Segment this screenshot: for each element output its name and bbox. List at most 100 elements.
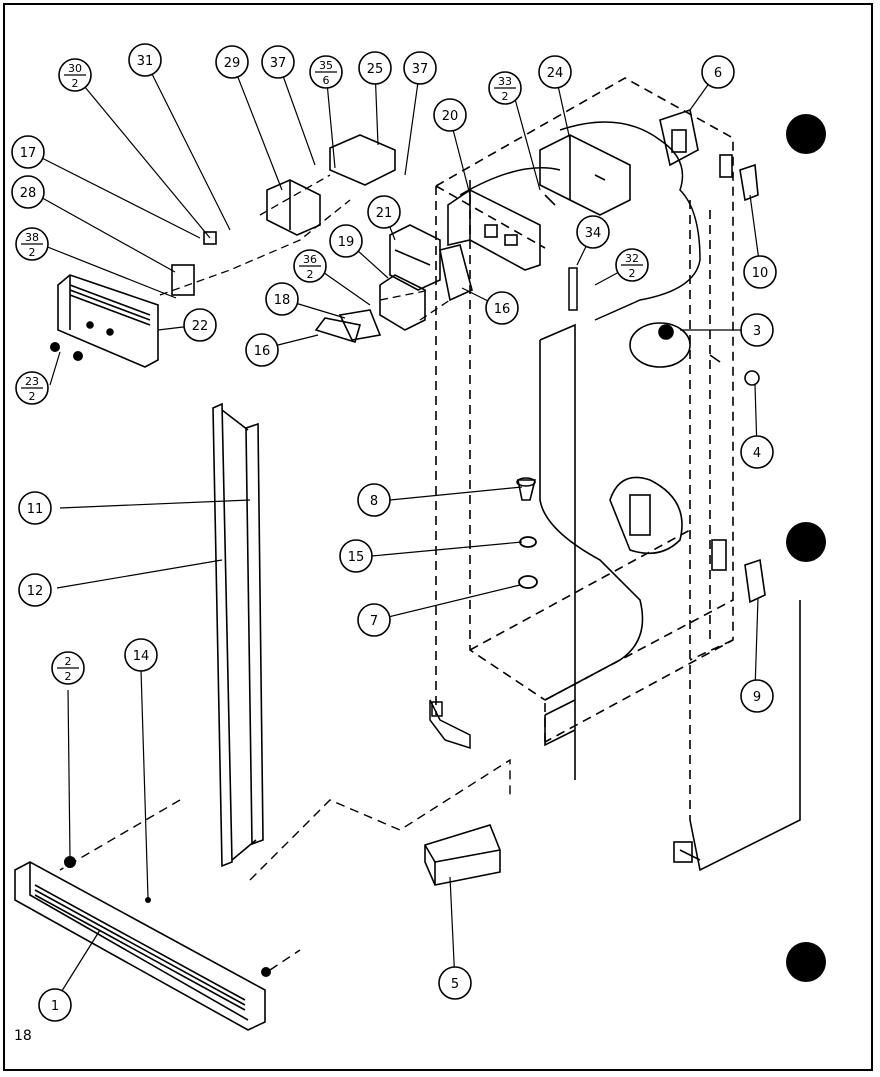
callout-21: 21 — [367, 195, 401, 229]
callout-1: 1 — [38, 988, 72, 1022]
punch-hole-bottom — [786, 942, 826, 982]
screws-23 — [50, 342, 83, 361]
callout-circle — [18, 491, 52, 525]
callout-9: 9 — [740, 679, 774, 713]
callout-number: 24 — [547, 66, 564, 81]
callout-circle — [740, 435, 774, 469]
clip-30 — [203, 231, 217, 245]
callout-number: 2 — [65, 655, 72, 668]
thermostat-bracket-29 — [266, 179, 321, 236]
callout-number: 10 — [752, 266, 769, 281]
callout-quantity: 6 — [323, 74, 330, 87]
callout-circle — [261, 45, 295, 79]
gasket-16-lower — [314, 317, 362, 344]
callout-number: 1 — [51, 999, 59, 1014]
punch-hole-middle — [786, 522, 826, 562]
housing-19 — [379, 274, 426, 331]
callout-11: 11 — [18, 491, 52, 525]
callout-quantity: 2 — [29, 246, 36, 259]
callout-circle — [740, 679, 774, 713]
light-housing — [609, 476, 727, 571]
callout-quantity: 2 — [502, 90, 509, 103]
callout-quantity: 2 — [629, 267, 636, 280]
callout-12: 12 — [18, 573, 52, 607]
callout-number: 8 — [370, 494, 378, 509]
callout-37b: 37 — [403, 51, 437, 85]
clip-18 — [338, 309, 382, 341]
callout-number: 32 — [625, 252, 639, 265]
callout-number: 16 — [494, 302, 511, 317]
callout-number: 9 — [753, 690, 761, 705]
callout-number: 20 — [442, 109, 459, 124]
callout-number: 35 — [319, 59, 333, 72]
washer-15 — [519, 536, 537, 548]
callout-circle — [38, 988, 72, 1022]
page-number: 18 — [14, 1028, 32, 1044]
dashed-leader-base — [249, 758, 511, 881]
callout-17: 17 — [11, 135, 45, 169]
callout-quantity: 2 — [65, 670, 72, 683]
callout-number: 28 — [20, 186, 37, 201]
toe-grille-1 — [14, 861, 266, 1031]
screw-2 — [64, 856, 76, 868]
callout-10: 10 — [743, 255, 777, 289]
socket-6 — [659, 108, 699, 167]
wire-harness — [459, 121, 701, 321]
gasket-16-upper — [439, 244, 473, 302]
drain-fitting-8 — [516, 477, 537, 501]
callout-circle — [128, 43, 162, 77]
callout-circle — [367, 195, 401, 229]
callout-quantity: 2 — [307, 268, 314, 281]
grommet-7 — [518, 575, 538, 589]
callout-circle — [339, 539, 373, 573]
clip-34 — [568, 267, 578, 311]
callout-37a: 37 — [261, 45, 295, 79]
callout-18: 18 — [265, 282, 299, 316]
callout-2: 22 — [51, 651, 85, 685]
callout-number: 37 — [270, 56, 287, 71]
callout-number: 3 — [753, 324, 761, 339]
callout-number: 23 — [25, 375, 39, 388]
callout-28: 28 — [11, 175, 45, 209]
callout-circle — [11, 175, 45, 209]
callout-circle — [357, 603, 391, 637]
callout-circle — [538, 55, 572, 89]
callout-quantity: 2 — [72, 77, 79, 90]
callout-35: 356 — [309, 55, 343, 89]
callout-34: 34 — [576, 215, 610, 249]
callout-number: 30 — [68, 62, 82, 75]
callout-number: 25 — [367, 62, 384, 77]
callout-16b: 16 — [485, 291, 519, 325]
knob-4 — [744, 370, 760, 386]
callout-36: 362 — [293, 249, 327, 283]
callout-4: 4 — [740, 435, 774, 469]
callout-25: 25 — [358, 51, 392, 85]
callout-number: 37 — [412, 62, 429, 77]
screw-14 — [145, 897, 151, 903]
callout-circle — [485, 291, 519, 325]
callout-number: 5 — [451, 977, 459, 992]
callout-6: 6 — [701, 55, 735, 89]
callout-32: 322 — [615, 248, 649, 282]
callout-circle — [576, 215, 610, 249]
callout-number: 33 — [498, 75, 512, 88]
callout-number: 34 — [585, 226, 602, 241]
bracket-28 — [171, 264, 195, 296]
callout-15: 15 — [339, 539, 373, 573]
callout-8: 8 — [357, 483, 391, 517]
breaker-strips — [212, 402, 264, 868]
light-socket-10 — [719, 154, 759, 202]
callout-number: 17 — [20, 146, 37, 161]
page-border — [3, 3, 873, 1071]
callout-number: 6 — [714, 66, 722, 81]
callout-circle — [357, 483, 391, 517]
callout-circle — [183, 308, 217, 342]
callout-circle — [124, 638, 158, 672]
callout-number: 29 — [224, 56, 241, 71]
callout-30: 302 — [58, 58, 92, 92]
callout-number: 38 — [25, 231, 39, 244]
bracket-24 — [539, 134, 631, 216]
callout-quantity: 2 — [29, 390, 36, 403]
control-panel-22 — [57, 274, 159, 368]
